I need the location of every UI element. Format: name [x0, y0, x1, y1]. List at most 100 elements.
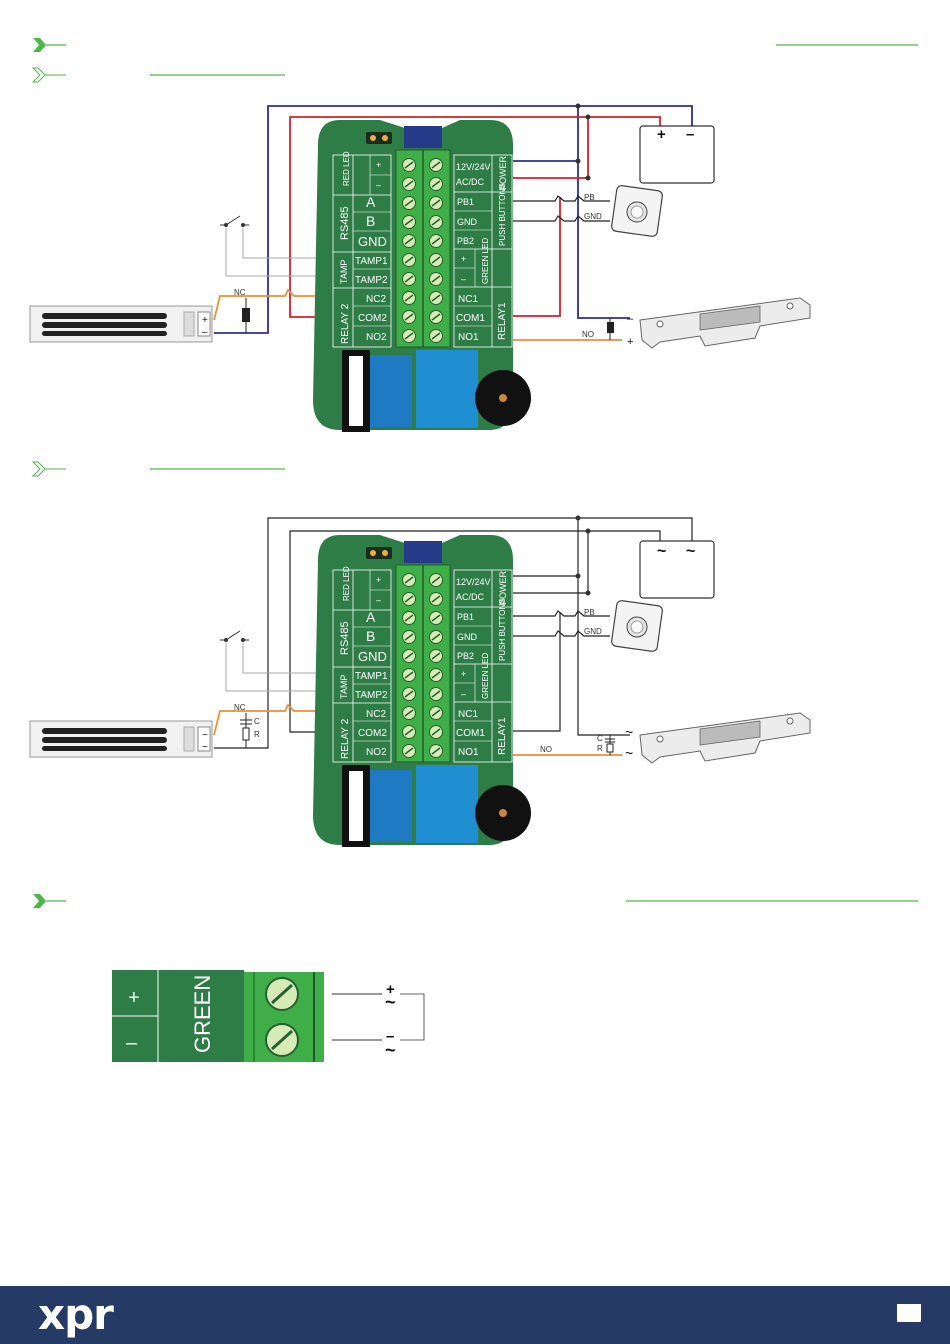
label-tamp2: TAMP2 — [355, 275, 388, 286]
label-acdc: AC/DC — [456, 177, 485, 187]
label-led-minus: – — [461, 689, 466, 699]
maglock-ac: ~ — [202, 742, 208, 753]
out-plus-label: + — [386, 981, 395, 998]
red-wire — [512, 117, 589, 179]
label-12v: 12V/24V — [456, 577, 491, 587]
label-red-led: RED LED — [342, 566, 351, 601]
psu-minus: – — [686, 126, 694, 143]
label-b: B — [366, 213, 375, 229]
label-pb1: PB1 — [457, 612, 474, 622]
label-b: B — [366, 628, 375, 644]
label-pb2: PB2 — [457, 651, 474, 661]
label-tamp: TAMP — [339, 260, 349, 284]
label-tamp1: TAMP1 — [355, 671, 388, 682]
no-label: NO — [582, 330, 594, 339]
wiring-diagram-page: RED LED + – RS485 A B GND TAMP TAMP1 TAM… — [29, 38, 918, 1062]
strike-minus: – — [627, 313, 634, 325]
maglock-plus: + — [202, 315, 208, 326]
label-relay2: RELAY 2 — [340, 303, 351, 344]
label-pb1: PB1 — [457, 197, 474, 207]
blue-wire — [512, 160, 630, 319]
gnd-label: GND — [584, 212, 602, 221]
exit-button — [610, 184, 664, 238]
out-tilde-label: ~ — [385, 992, 396, 1012]
label-gnd-right: GND — [457, 217, 478, 227]
label-nc1: NC1 — [458, 294, 478, 305]
exit-button — [610, 599, 664, 653]
label-minus: – — [376, 180, 381, 190]
psu-ac: ~ — [657, 543, 666, 560]
strike-ac: ~ — [625, 724, 633, 740]
tamper-wire — [225, 228, 336, 277]
pb-label: PB — [584, 193, 595, 202]
label-a: A — [366, 609, 376, 625]
pb-label: PB — [584, 608, 595, 617]
label-plus: + — [376, 160, 381, 170]
label-pb2: PB2 — [457, 236, 474, 246]
label-no2: NO2 — [366, 332, 387, 343]
led-minus-label: – — [126, 1032, 138, 1054]
nc-label: NC — [234, 703, 246, 712]
label-12v: 12V/24V — [456, 162, 491, 172]
no-label: NO — [540, 745, 552, 754]
out-minus-label: – — [386, 1028, 394, 1045]
label-gnd: GND — [358, 234, 387, 249]
label-relay1: RELAY1 — [497, 302, 508, 340]
label-tamp1: TAMP1 — [355, 256, 388, 267]
diode-icon — [607, 318, 614, 340]
electric-strike — [639, 712, 811, 764]
label-com1: COM1 — [456, 313, 485, 324]
label-red-led: RED LED — [342, 151, 351, 186]
nc-label: NC — [234, 288, 246, 297]
label-push-button: PUSH BUTTONS — [498, 183, 507, 246]
label-tamp: TAMP — [339, 675, 349, 699]
label-push-button: PUSH BUTTONS — [498, 598, 507, 661]
section-arrow-icon — [33, 38, 66, 52]
label-minus: – — [376, 595, 381, 605]
blue-wire — [214, 105, 693, 334]
black-wire — [512, 575, 630, 736]
r-label: R — [254, 730, 260, 739]
black-wire — [478, 215, 610, 222]
maglock-ac: ~ — [202, 730, 208, 741]
label-green-led: GREEN LED — [481, 653, 490, 699]
c-label: C — [597, 734, 603, 743]
label-rs485: RS485 — [339, 621, 351, 655]
label-tamp2: TAMP2 — [355, 690, 388, 701]
power-supply — [639, 125, 715, 184]
rc-snubber-icon — [605, 735, 615, 755]
label-nc2: NC2 — [366, 709, 386, 720]
psu-plus: + — [657, 126, 666, 143]
out-tilde-label: ~ — [385, 1040, 396, 1060]
tamper-wire — [242, 228, 336, 259]
label-led-plus: + — [461, 669, 466, 679]
label-no2: NO2 — [366, 747, 387, 758]
label-rs485: RS485 — [339, 206, 351, 240]
black-wire — [512, 531, 589, 594]
black-wire — [214, 517, 693, 749]
label-relay1: RELAY1 — [497, 717, 508, 755]
red-wire — [490, 197, 561, 317]
led-green-label: GREEN LED — [190, 926, 215, 1053]
diode-icon — [242, 298, 250, 333]
tamper-wire — [225, 643, 336, 692]
label-led-minus: – — [461, 274, 466, 284]
label-gnd: GND — [358, 649, 387, 664]
power-supply — [639, 540, 715, 599]
black-wire — [490, 612, 561, 732]
tamper-switch-icon — [220, 630, 249, 642]
label-no1: NO1 — [458, 332, 479, 343]
label-power: POWER — [498, 155, 508, 190]
label-green-led: GREEN LED — [481, 238, 490, 284]
led-plus-label: + — [128, 987, 140, 1009]
label-led-plus: + — [461, 254, 466, 264]
terminal-screw-icon — [265, 977, 299, 1011]
label-gnd-right: GND — [457, 632, 478, 642]
green-led-detail: + – GREEN LED + ~ – ~ — [112, 926, 425, 1062]
label-relay2: RELAY 2 — [340, 718, 351, 759]
tamper-switch-icon — [220, 215, 249, 227]
label-plus: + — [376, 575, 381, 585]
magnetic-lock — [29, 720, 213, 758]
r-label: R — [597, 744, 603, 753]
footer-bar: xpr — [0, 1286, 950, 1344]
